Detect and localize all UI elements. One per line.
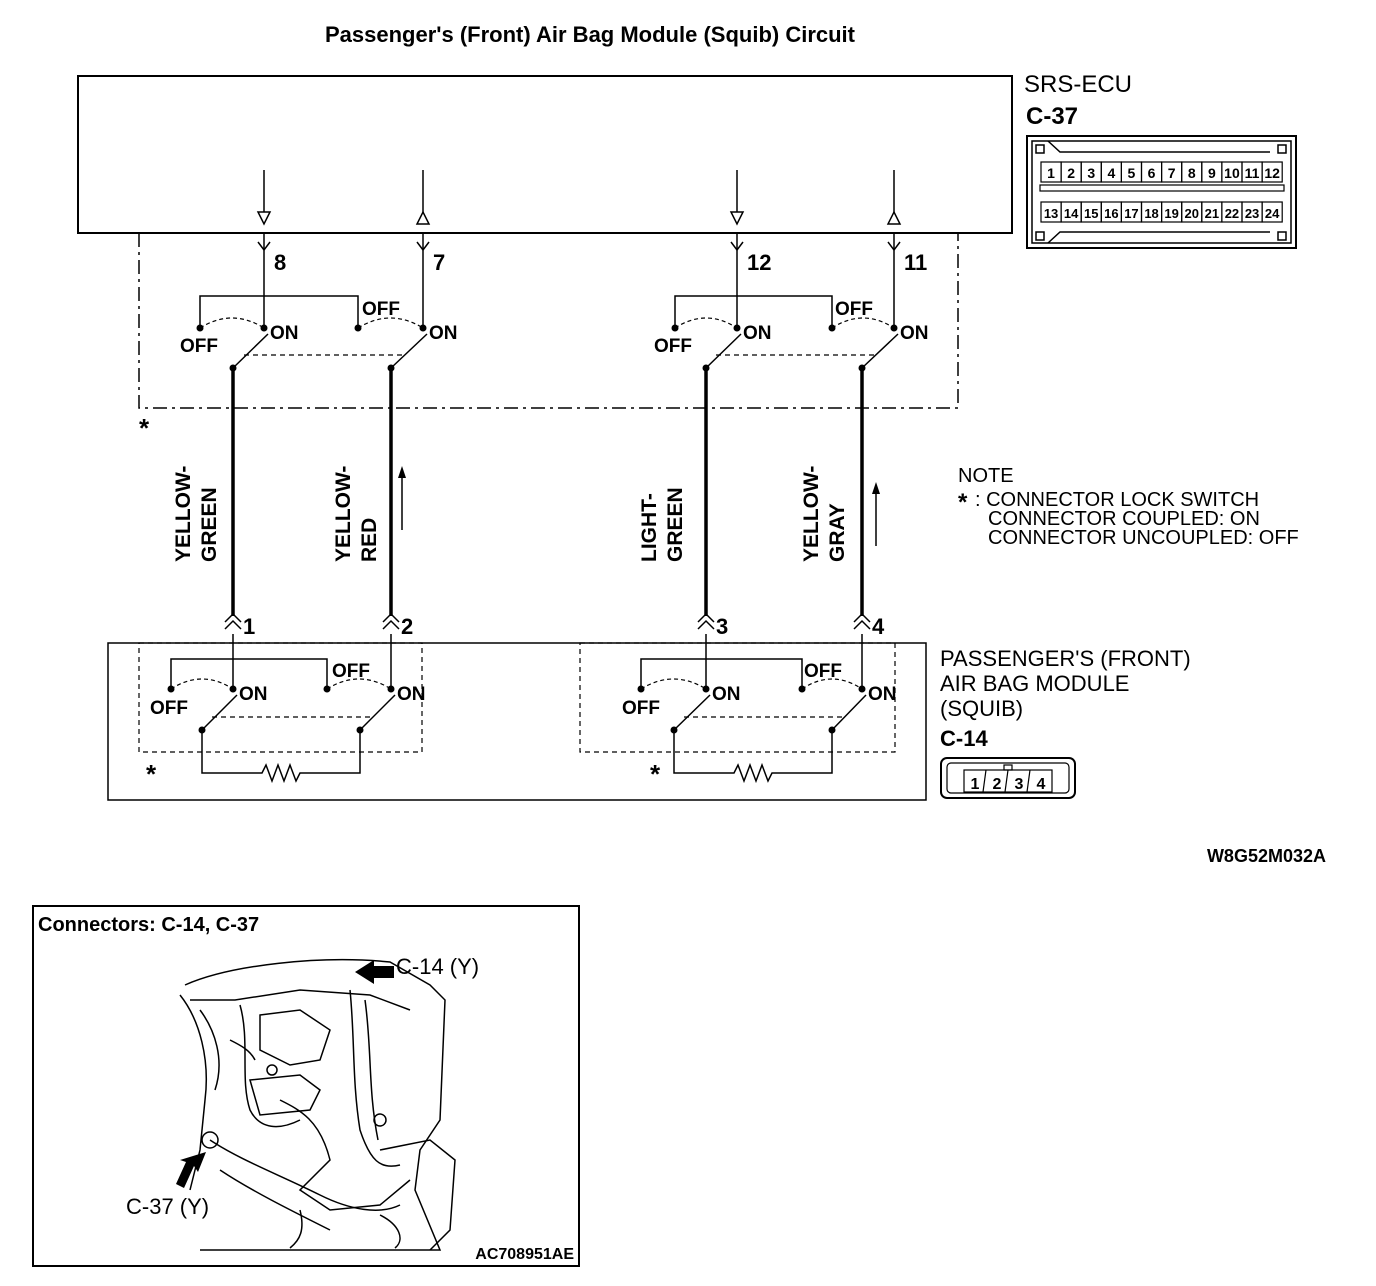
- ecu-pin-label: 17: [1124, 206, 1138, 221]
- ecu-terminal-12: 12: [747, 250, 771, 275]
- ecu-pin-label: 11: [1245, 165, 1260, 181]
- ecu-asterisk: *: [139, 413, 150, 443]
- switch-off-label: OFF: [622, 698, 660, 719]
- ecu-pin-label: 12: [1264, 165, 1280, 181]
- ecu-signal-arrows: [256, 170, 902, 226]
- switch-off-label: OFF: [362, 299, 400, 320]
- module-terminal-2: 2: [401, 614, 413, 639]
- ecu-pin-label: 22: [1225, 206, 1239, 221]
- switch-on-label: ON: [397, 684, 426, 705]
- module-pin-label: 2: [993, 776, 1002, 793]
- module-terminal-1: 1: [243, 614, 255, 639]
- wire-color-label: GREEN: [198, 487, 221, 562]
- ecu-pin-label: 2: [1067, 165, 1075, 181]
- ecu-pin-label: 7: [1168, 165, 1176, 181]
- callout-c14: C-14 (Y): [396, 954, 479, 979]
- note-line-3: CONNECTOR UNCOUPLED: OFF: [988, 527, 1299, 549]
- ecu-pin-label: 13: [1044, 206, 1058, 221]
- module-lock-switches: ON OFF ON OFF ON OFF ON OFF: [150, 634, 897, 734]
- module-lock-switch-boundary-b: [579, 642, 896, 753]
- wire-color-label: YELLOW-: [172, 466, 195, 562]
- switch-on-label: ON: [712, 684, 741, 705]
- wire-color-label: GREEN: [664, 487, 687, 562]
- wire-color-label: RED: [358, 518, 381, 562]
- wire-color-label: YELLOW-: [800, 466, 823, 562]
- switch-on-label: ON: [868, 684, 897, 705]
- switch-off-label: OFF: [180, 336, 218, 357]
- ecu-pin-label: 6: [1148, 165, 1156, 181]
- switch-off-label: OFF: [332, 661, 370, 682]
- ecu-pin-label: 5: [1128, 165, 1136, 181]
- switch-on-label: ON: [429, 323, 458, 344]
- connector-location-inset: [32, 905, 580, 1267]
- ecu-pin-label: 3: [1087, 165, 1095, 181]
- ecu-terminal-8: 8: [274, 250, 286, 275]
- module-pin-label: 1: [971, 776, 980, 793]
- ecu-terminal-11: 11: [904, 250, 927, 275]
- ecu-terminal-7: 7: [433, 250, 445, 275]
- module-asterisk-b: *: [650, 759, 661, 789]
- air-bag-module-box: [107, 642, 927, 801]
- dashboard-illustration: [179, 959, 456, 1251]
- note-block: NOTE * : CONNECTOR LOCK SWITCH CONNECTOR…: [958, 465, 1299, 549]
- ecu-pin-label: 16: [1104, 206, 1118, 221]
- ecu-pin-label: 19: [1164, 206, 1178, 221]
- switch-on-label: ON: [743, 323, 772, 344]
- module-lock-switch-boundary-a: [138, 642, 423, 753]
- ecu-lock-switch-boundary: [138, 233, 959, 409]
- module-name-line-3: (SQUIB): [940, 696, 1023, 721]
- wire-color-label: YELLOW-: [332, 466, 355, 562]
- switch-on-label: ON: [239, 684, 268, 705]
- ecu-pin-label: 21: [1205, 206, 1219, 221]
- ecu-pin-label: 23: [1245, 206, 1259, 221]
- ecu-connector-label: C-37: [1026, 103, 1078, 130]
- ecu-pin-label: 15: [1084, 206, 1098, 221]
- module-name-line-2: AIR BAG MODULE: [940, 671, 1129, 696]
- ecu-pin-label: 4: [1107, 165, 1115, 181]
- module-connector-label: C-14: [940, 726, 988, 751]
- c14-callout-arrow: [355, 960, 394, 984]
- ecu-pin-label: 10: [1224, 165, 1240, 181]
- inset-title: Connectors: C-14, C-37: [38, 914, 259, 936]
- module-name-line-1: PASSENGER'S (FRONT): [940, 646, 1191, 671]
- diagram-title: Passenger's (Front) Air Bag Module (Squi…: [325, 22, 856, 47]
- note-line-2: CONNECTOR COUPLED: ON: [988, 508, 1260, 530]
- switch-off-label: OFF: [804, 661, 842, 682]
- module-pin-label: 3: [1015, 776, 1024, 793]
- srs-ecu-box: [77, 75, 1013, 234]
- switch-off-label: OFF: [150, 698, 188, 719]
- module-asterisk-a: *: [146, 759, 157, 789]
- switch-on-label: ON: [270, 323, 299, 344]
- note-line-1: : CONNECTOR LOCK SWITCH: [975, 489, 1259, 511]
- squib-resistors: [201, 730, 833, 784]
- ecu-pin-label: 14: [1064, 206, 1079, 221]
- harness-wires: 1YELLOW-GREEN2YELLOW-RED3LIGHT-GREEN4YEL…: [172, 368, 885, 639]
- module-terminal-3: 3: [716, 614, 728, 639]
- ecu-name: SRS-ECU: [1024, 71, 1132, 98]
- ecu-pin-label: 20: [1185, 206, 1199, 221]
- ecu-pin-label: 18: [1144, 206, 1158, 221]
- switch-on-label: ON: [900, 323, 929, 344]
- inset-image-code: AC708951AE: [475, 1246, 574, 1263]
- module-pin-label: 4: [1037, 776, 1046, 793]
- ecu-pin-label: 9: [1208, 165, 1216, 181]
- wire-color-label: LIGHT-: [638, 493, 661, 562]
- note-heading: NOTE: [958, 465, 1014, 487]
- c37-callout-arrow: [176, 1152, 206, 1188]
- ecu-pin-label: 24: [1265, 206, 1280, 221]
- switch-off-label: OFF: [835, 299, 873, 320]
- ecu-pin-label: 1: [1047, 165, 1055, 181]
- current-direction-arrows: [398, 466, 880, 546]
- callout-c37: C-37 (Y): [126, 1194, 209, 1219]
- wire-color-label: GRAY: [826, 503, 849, 562]
- note-marker: *: [958, 489, 968, 516]
- ecu-pin-label: 8: [1188, 165, 1196, 181]
- module-terminal-4: 4: [872, 614, 885, 639]
- diagram-code: W8G52M032A: [1207, 846, 1326, 866]
- switch-off-label: OFF: [654, 336, 692, 357]
